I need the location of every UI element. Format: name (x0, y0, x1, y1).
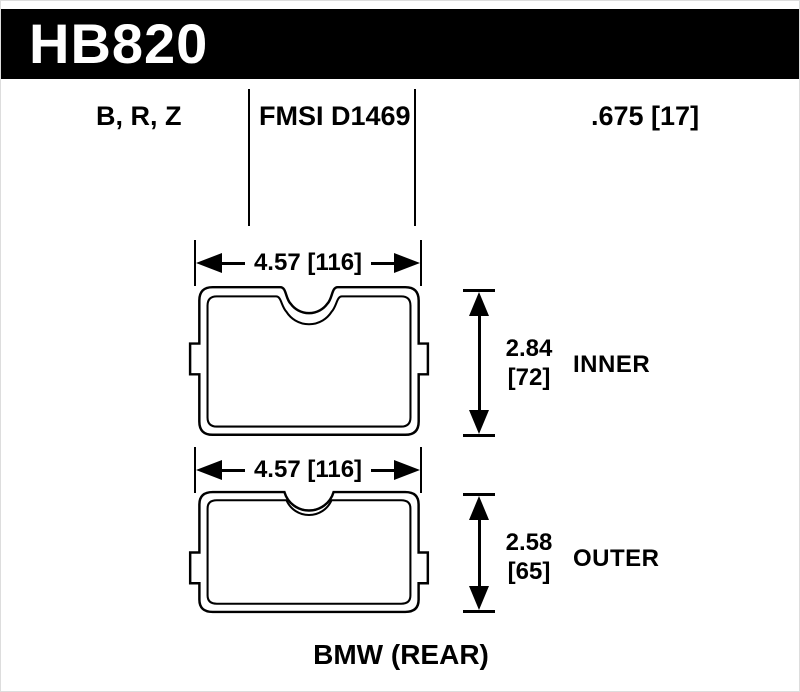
width-dimension-inner: 4.57 [116] (194, 240, 422, 286)
height-value-inner: 2.84 (505, 335, 553, 362)
dim-tick (463, 434, 495, 437)
dim-tick (420, 240, 422, 286)
height-dimension-label-inner: 2.84 [72] (497, 335, 561, 393)
dim-line (222, 261, 245, 265)
dim-line (371, 261, 394, 265)
dim-tick (420, 447, 422, 493)
dim-tick (463, 610, 495, 613)
width-dimension-outer: 4.57 [116] (194, 447, 422, 493)
arrow-up-icon (469, 292, 489, 316)
dim-line (477, 520, 481, 586)
height-dimension-label-outer: 2.58 [65] (497, 529, 561, 587)
arrow-down-icon (469, 586, 489, 610)
divider-line (248, 89, 250, 226)
dim-tick (463, 289, 495, 292)
dim-tick (194, 240, 196, 286)
pad-position-label-inner: INNER (573, 351, 651, 378)
brake-pad-outline-outer (188, 490, 430, 614)
height-mm-outer: [65] (507, 557, 551, 585)
height-dimension-inner (463, 289, 495, 437)
compound-codes: B, R, Z (96, 101, 182, 131)
dim-tick (463, 493, 495, 496)
dim-line (222, 468, 245, 472)
part-number: HB820 (29, 12, 209, 75)
arrow-down-icon (469, 410, 489, 434)
arrow-right-icon (394, 460, 420, 480)
fmsi-number: FMSI D1469 (259, 101, 411, 131)
dim-tick (194, 447, 196, 493)
application-label: BMW (REAR) (313, 639, 489, 670)
divider-line (414, 89, 416, 226)
arrow-right-icon (394, 253, 420, 273)
header-bar: HB820 (1, 9, 799, 79)
width-dimension-label-inner: 4.57 [116] (253, 249, 363, 276)
arrow-left-icon (196, 253, 222, 273)
height-mm-inner: [72] (507, 363, 551, 391)
arrow-left-icon (196, 460, 222, 480)
brake-pad-outline-inner (188, 285, 430, 437)
pad-thickness: .675 [17] (591, 101, 700, 131)
dim-line (477, 316, 481, 410)
arrow-up-icon (469, 496, 489, 520)
dim-line (371, 468, 394, 472)
height-value-outer: 2.58 (505, 529, 553, 556)
pad-position-label-outer: OUTER (573, 545, 660, 572)
height-dimension-outer (463, 493, 495, 613)
width-dimension-label-outer: 4.57 [116] (253, 456, 363, 483)
